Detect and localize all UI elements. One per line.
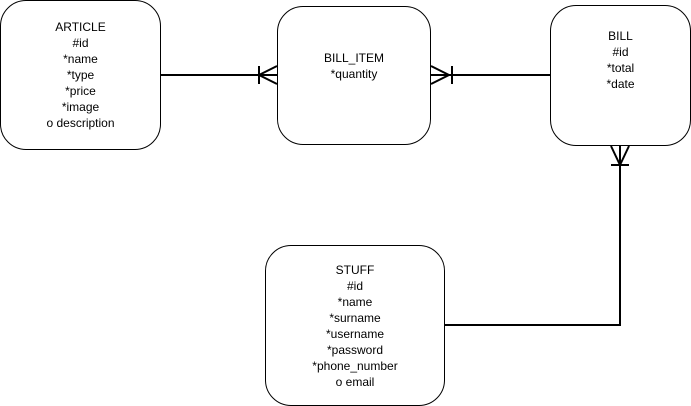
entity-stuff[interactable]: STUFF #id *name *surname *username *pass… [265,245,445,406]
entity-bill-item-name: BILL_ITEM [323,50,385,65]
entity-stuff-attribute: #id [346,278,363,293]
entity-article[interactable]: ARTICLE #id *name *type *price *image o … [0,0,161,150]
entity-bill[interactable]: BILL #id *total *date [550,5,691,146]
entity-stuff-attribute: *phone_number [312,358,398,373]
entity-stuff-attribute: o email [335,374,375,389]
entity-article-attribute: #id [72,36,89,50]
entity-stuff-attribute: *name [337,294,373,309]
crowfoot-bill-item-from-bill [430,65,450,85]
crowfoot-bill-item-from-article [258,65,278,85]
entity-stuff-name: STUFF [335,262,375,277]
entity-bill-attribute: *total [606,60,635,75]
connector-stuff-bill [445,146,621,326]
entity-article-attribute: *type [66,68,95,82]
entity-bill-item-attribute: *quantity [330,66,378,81]
entity-bill-attribute: *date [606,76,635,91]
entity-article-attribute: *price [65,84,96,98]
entity-article-attribute: *image [61,100,100,114]
entity-article-attribute: *name [63,52,98,66]
entity-stuff-attribute: *password [326,342,384,357]
entity-stuff-attribute: *username [325,326,385,341]
entity-bill-attribute: #id [612,44,629,59]
entity-article-name: ARTICLE [55,20,106,34]
crowfoot-bill-from-stuff [610,145,630,166]
entity-stuff-attribute: *surname [329,310,381,325]
entity-article-attribute: o description [46,116,115,130]
entity-bill-name: BILL [608,28,633,43]
entity-bill-item[interactable]: BILL_ITEM *quantity [277,6,431,145]
